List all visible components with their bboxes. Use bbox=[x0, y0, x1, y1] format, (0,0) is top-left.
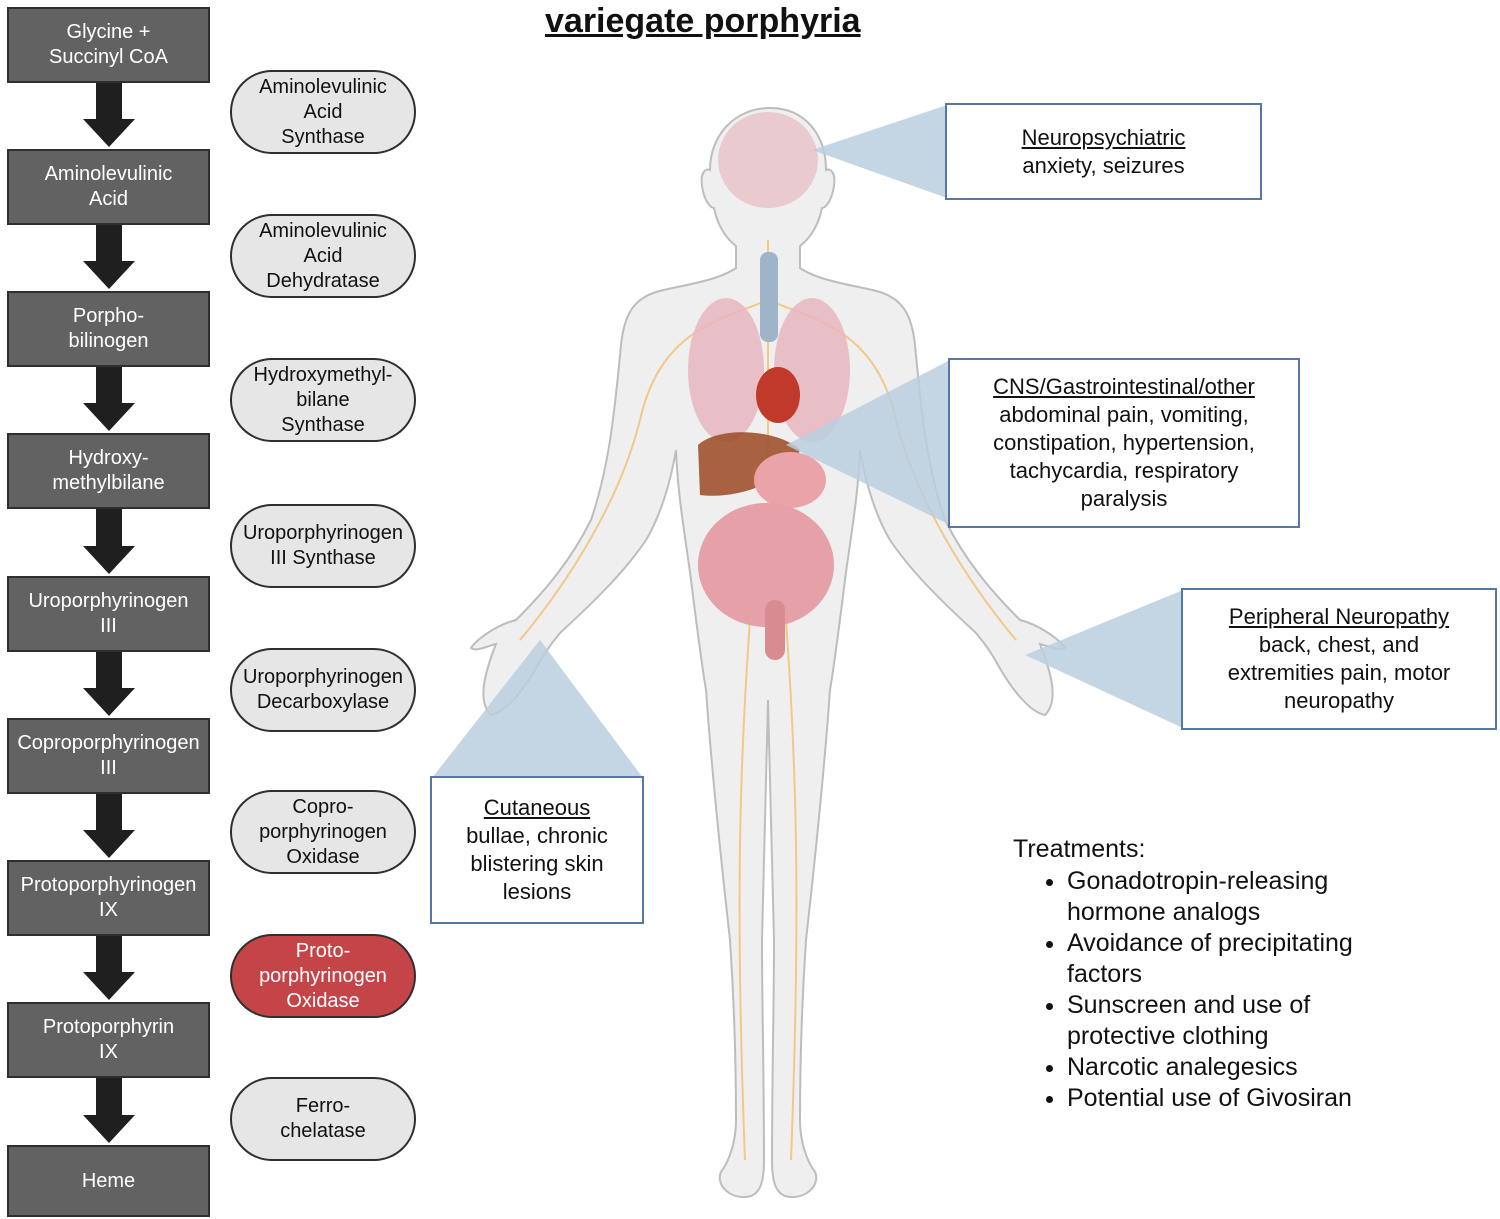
callout-body: bullae, chronic blistering skin lesions bbox=[466, 823, 608, 904]
cns-pointer bbox=[786, 360, 950, 525]
heart bbox=[756, 367, 800, 423]
callout-cns-gastrointestinal: CNS/Gastrointestinal/other abdominal pai… bbox=[948, 358, 1300, 528]
callout-heading: Cutaneous bbox=[483, 795, 591, 820]
pathway-arrow bbox=[83, 83, 135, 147]
step-label: Protoporphyrin IX bbox=[42, 1016, 175, 1063]
enzyme-label: Uroporphyrinogen Decarboxylase bbox=[242, 666, 404, 713]
enzyme-ala-synthase: Aminolevulinic Acid Synthase bbox=[230, 70, 416, 154]
left-lung bbox=[688, 298, 764, 442]
human-body-figure bbox=[469, 106, 1067, 1199]
pathway-arrows bbox=[83, 83, 135, 1143]
step-label: Glycine + Succinyl CoA bbox=[49, 21, 168, 68]
enzyme-urogen-synthase: Uroporphyrinogen III Synthase bbox=[230, 504, 416, 588]
step-label: Uroporphyrinogen III bbox=[28, 590, 189, 637]
treatments-section: Treatments: Gonadotropin-releasing hormo… bbox=[1013, 834, 1353, 1114]
step-label: Hydroxy- methylbilane bbox=[52, 447, 165, 494]
colon bbox=[765, 600, 785, 660]
treatments-list: Gonadotropin-releasing hormone analogs A… bbox=[1013, 866, 1353, 1114]
callout-heading: CNS/Gastrointestinal/other bbox=[993, 374, 1255, 399]
pathway-arrow bbox=[83, 936, 135, 1000]
step-label: Heme bbox=[81, 1169, 136, 1192]
enzyme-label: Ferro- chelatase bbox=[280, 1095, 366, 1142]
treatment-item: Narcotic analegesics bbox=[1067, 1052, 1353, 1083]
step-label: Aminolevulinic Acid bbox=[44, 163, 173, 210]
enzyme-protogen-oxidase: Proto- porphyrinogen Oxidase bbox=[230, 934, 416, 1018]
treatment-item: Potential use of Givosiran bbox=[1067, 1083, 1353, 1114]
pathway-step-urogen: Uroporphyrinogen III bbox=[7, 576, 210, 652]
cutaneous-pointer bbox=[432, 640, 643, 778]
pathway-arrow bbox=[83, 1078, 135, 1143]
step-label: Coproporphyrinogen III bbox=[17, 732, 200, 779]
pathway-arrow bbox=[83, 509, 135, 574]
callout-body: back, chest, and extremities pain, motor… bbox=[1227, 632, 1451, 713]
neuro-pointer bbox=[812, 105, 947, 198]
trachea bbox=[760, 252, 778, 342]
enzyme-label: Aminolevulinic Acid Synthase bbox=[259, 75, 387, 148]
pathway-step-protogen: Protoporphyrinogen IX bbox=[7, 860, 210, 936]
enzyme-ferrochelatase: Ferro- chelatase bbox=[230, 1077, 416, 1161]
stomach bbox=[754, 452, 826, 508]
pathway-arrow bbox=[83, 367, 135, 431]
pathway-arrow bbox=[83, 652, 135, 716]
callout-peripheral-neuropathy: Peripheral Neuropathy back, chest, and e… bbox=[1181, 588, 1497, 730]
treatment-item: Sunscreen and use of protective clothing bbox=[1067, 990, 1353, 1052]
enzyme-label: Uroporphyrinogen III Synthase bbox=[242, 522, 404, 569]
step-label: Porpho- bilinogen bbox=[68, 305, 149, 352]
peripheral-pointer bbox=[1025, 590, 1183, 728]
brain bbox=[718, 112, 818, 208]
enzyme-hmb-synthase: Hydroxymethyl- bilane Synthase bbox=[230, 358, 416, 442]
enzyme-urogen-decarboxylase: Uroporphyrinogen Decarboxylase bbox=[230, 648, 416, 732]
liver bbox=[698, 432, 800, 496]
enzyme-ala-dehydratase: Aminolevulinic Acid Dehydratase bbox=[230, 214, 416, 298]
pathway-step-pbg: Porpho- bilinogen bbox=[7, 291, 210, 367]
pathway-step-ala: Aminolevulinic Acid bbox=[7, 149, 210, 225]
enzyme-label: Hydroxymethyl- bilane Synthase bbox=[253, 363, 393, 436]
pathway-step-hmb: Hydroxy- methylbilane bbox=[7, 433, 210, 509]
callout-body: abdominal pain, vomiting, constipation, … bbox=[993, 402, 1255, 511]
enzyme-label: Copro- porphyrinogen Oxidase bbox=[259, 795, 387, 868]
pathway-step-heme: Heme bbox=[7, 1145, 210, 1217]
callout-heading: Neuropsychiatric bbox=[1021, 124, 1186, 150]
pathway-step-glycine: Glycine + Succinyl CoA bbox=[7, 7, 210, 83]
step-label: Protoporphyrinogen IX bbox=[20, 874, 197, 921]
intestines bbox=[698, 503, 834, 627]
enzyme-label: Aminolevulinic Acid Dehydratase bbox=[259, 219, 387, 292]
diagram-title: variegate porphyria bbox=[545, 2, 861, 40]
enzyme-coprogen-oxidase: Copro- porphyrinogen Oxidase bbox=[230, 790, 416, 874]
treatment-item: Avoidance of precipitating factors bbox=[1067, 928, 1353, 990]
callout-pointers bbox=[432, 105, 1183, 778]
enzyme-label: Proto- porphyrinogen Oxidase bbox=[259, 939, 387, 1012]
pathway-arrow bbox=[83, 794, 135, 858]
pathway-arrow bbox=[83, 225, 135, 289]
callout-neuropsychiatric: Neuropsychiatric anxiety, seizures bbox=[945, 103, 1262, 200]
treatment-item: Gonadotropin-releasing hormone analogs bbox=[1067, 866, 1353, 928]
pathway-step-coprogen: Coproporphyrinogen III bbox=[7, 718, 210, 794]
treatments-heading: Treatments: bbox=[1013, 835, 1146, 863]
pathway-step-proto: Protoporphyrin IX bbox=[7, 1002, 210, 1078]
callout-body: anxiety, seizures bbox=[1022, 152, 1185, 178]
callout-heading: Peripheral Neuropathy bbox=[1228, 604, 1450, 629]
callout-cutaneous: Cutaneous bullae, chronic blistering ski… bbox=[430, 776, 644, 924]
